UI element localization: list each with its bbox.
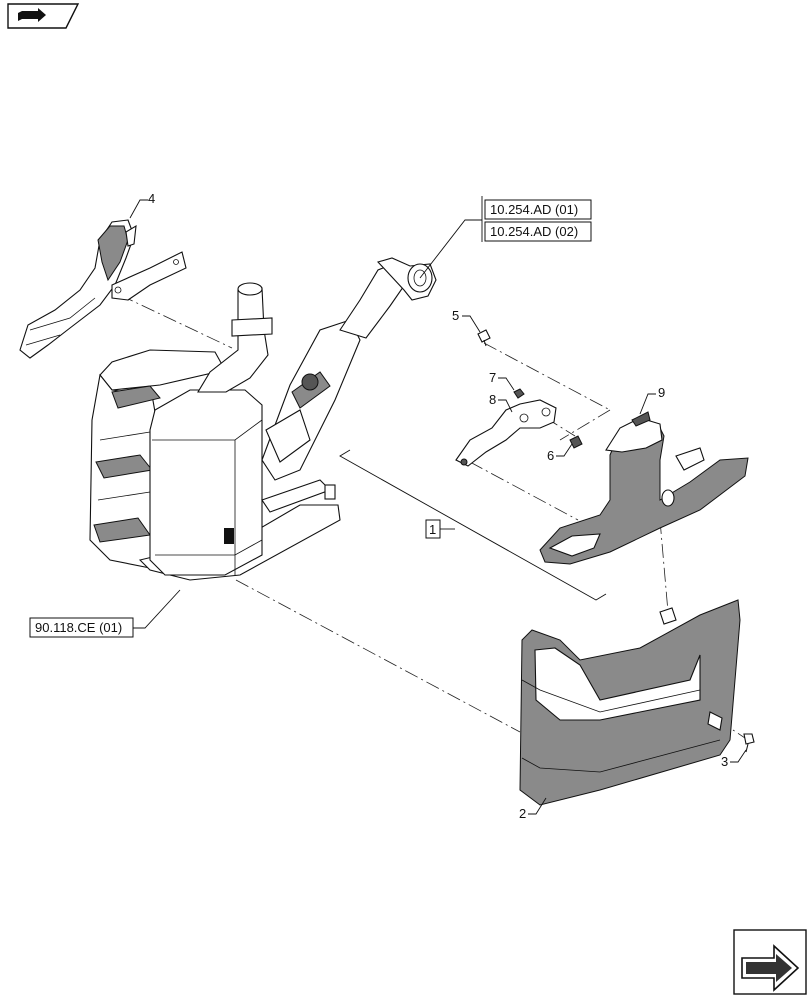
callout-5: 5: [452, 308, 459, 323]
book-arrow-icon[interactable]: [7, 3, 80, 29]
part-6-clip: [569, 435, 583, 449]
ref-box-3[interactable]: 90.118.CE (01): [29, 617, 134, 638]
part-9-cover: [539, 411, 749, 565]
part-7-nut: [513, 388, 525, 399]
ref-label-3: 90.118.CE (01): [35, 620, 122, 635]
callout-4: 4: [148, 191, 155, 206]
part-2-shroud: [519, 599, 741, 806]
exhaust-step-assembly: [89, 257, 437, 581]
ref-box-1[interactable]: 10.254.AD (01): [484, 199, 592, 220]
callout-2: 2: [519, 806, 526, 821]
callout-1: 1: [429, 522, 436, 537]
callout-9: 9: [658, 385, 665, 400]
callout-leaders: [129, 196, 747, 815]
ref-box-2[interactable]: 10.254.AD (02): [484, 221, 592, 242]
callout-8: 8: [489, 392, 496, 407]
part-5-bolt: [477, 329, 491, 347]
callout-7: 7: [489, 370, 496, 385]
ref-label-2: 10.254.AD (02): [490, 224, 578, 239]
callout-box-1: 1: [425, 519, 441, 539]
part-3-screw: [743, 733, 755, 753]
part-4-handrail-bracket: [19, 219, 187, 359]
callout-6: 6: [547, 448, 554, 463]
part-8-bracket: [455, 399, 557, 467]
ref-label-1: 10.254.AD (01): [490, 202, 578, 217]
callout-3: 3: [721, 754, 728, 769]
next-page-arrow-icon[interactable]: [733, 929, 807, 995]
